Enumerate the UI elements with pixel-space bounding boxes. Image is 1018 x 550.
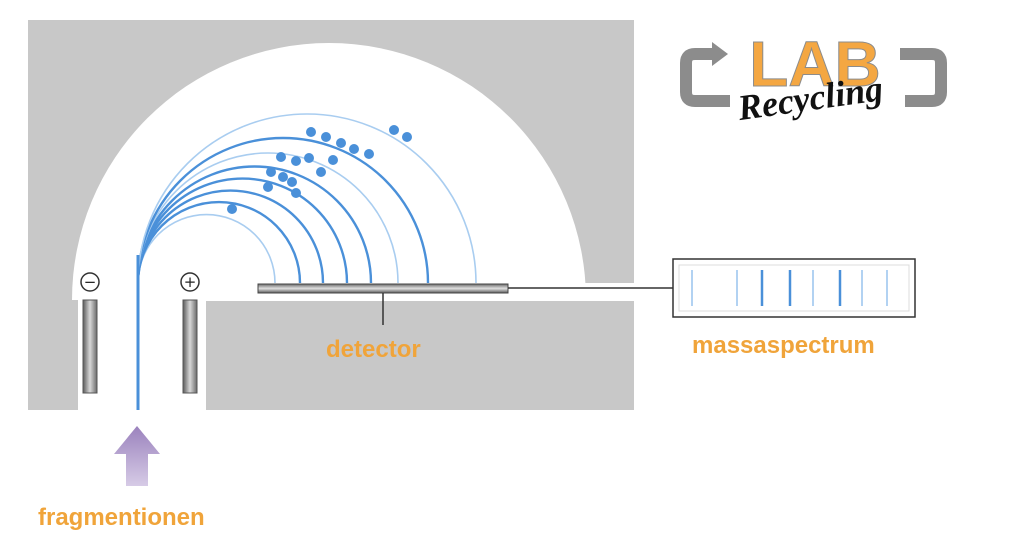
- ion-dot: [278, 172, 288, 182]
- ion-dot: [316, 167, 326, 177]
- ion-dot: [287, 177, 297, 187]
- spectrum-inner: [678, 264, 910, 312]
- positive-electrode: +: [180, 272, 200, 394]
- ion-dot: [336, 138, 346, 148]
- logo-word: LAB: [749, 28, 881, 100]
- ion-entry-arrow: [114, 426, 160, 486]
- ion-dot: [321, 132, 331, 142]
- positive-symbol: +: [184, 273, 197, 291]
- ion-dot: [263, 182, 273, 192]
- negative-symbol: −: [84, 273, 97, 291]
- positive-plate: [182, 299, 198, 394]
- housing: [28, 20, 636, 412]
- ion-dot: [402, 132, 412, 142]
- logo-recycle-arrows-icon: [680, 48, 730, 107]
- massaspectrum-label: massaspectrum: [692, 332, 875, 359]
- positive-symbol-ring: [180, 272, 200, 292]
- lab-recycling-logo: LAB Recycling: [680, 28, 947, 128]
- negative-symbol-ring: [80, 272, 100, 292]
- spectrum-peaks: [691, 270, 888, 306]
- mass-spectrum: [672, 258, 916, 318]
- ion-dot: [291, 156, 301, 166]
- detector-plate: [257, 283, 509, 294]
- logo-recycle-arrows-right-icon: [900, 48, 947, 107]
- ion-trajectory: [136, 165, 373, 284]
- ion-dot: [227, 204, 237, 214]
- negative-plate: [82, 299, 98, 394]
- ion-trajectory: [136, 177, 349, 284]
- ion-dot: [364, 149, 374, 159]
- negative-electrode: −: [80, 272, 100, 394]
- ion-dot: [306, 127, 316, 137]
- ion-trajectory: [137, 152, 399, 284]
- ion-dot: [389, 125, 399, 135]
- detector-label: detector: [326, 336, 421, 363]
- ion-dot: [276, 152, 286, 162]
- ion-dot: [304, 153, 314, 163]
- ion-dot: [291, 188, 301, 198]
- ion-dot: [266, 167, 276, 177]
- ion-dot: [328, 155, 338, 165]
- chamber-cavity: [72, 43, 586, 300]
- ion-trajectory: [136, 189, 325, 284]
- ion-trajectory: [136, 136, 430, 284]
- ion-dots: [227, 125, 412, 214]
- fragmentionen-label: fragmentionen: [38, 504, 205, 531]
- logo-arrowhead-icon: [712, 42, 728, 66]
- ion-trajectories: [136, 113, 477, 284]
- ion-trajectory: [137, 113, 477, 284]
- ion-dot: [349, 144, 359, 154]
